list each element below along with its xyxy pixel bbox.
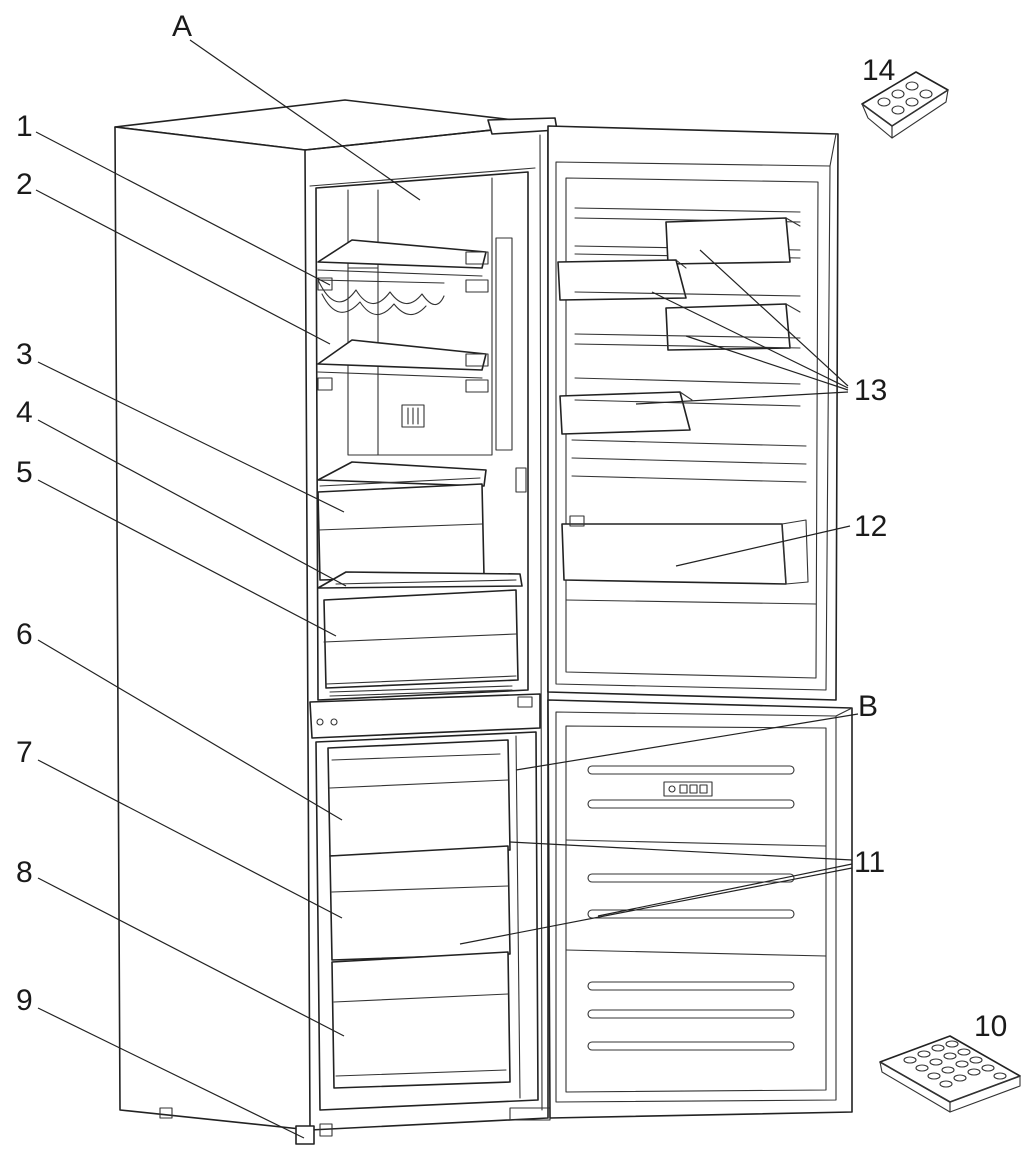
leader-7 xyxy=(37,759,343,919)
callout-10: 10 xyxy=(974,1010,1007,1043)
freezer-compartment xyxy=(315,731,539,1111)
fridge-compartment xyxy=(315,171,529,701)
leader-lines xyxy=(35,39,859,1139)
callout-13: 13 xyxy=(854,374,887,407)
callout-5: 5 xyxy=(16,456,33,489)
control-panel xyxy=(663,781,713,797)
leader-4 xyxy=(37,419,347,587)
leader-8 xyxy=(37,877,345,1037)
door-bin xyxy=(559,391,693,435)
leader-2 xyxy=(35,189,331,345)
door-bin-large xyxy=(561,515,809,585)
callout-4: 4 xyxy=(16,396,33,429)
door-bin xyxy=(557,259,687,301)
bottle-rack xyxy=(317,279,445,316)
freezer-door xyxy=(547,699,853,1119)
leader-5 xyxy=(37,479,337,637)
callout-2: 2 xyxy=(16,168,33,201)
egg-tray-icon xyxy=(861,71,949,139)
adjustable-feet xyxy=(159,1107,551,1145)
leader-11a xyxy=(509,841,853,861)
callout-6: 6 xyxy=(16,618,33,651)
callout-12: 12 xyxy=(854,510,887,543)
leader-13c xyxy=(685,335,849,391)
callout-7: 7 xyxy=(16,736,33,769)
leader-12 xyxy=(675,525,851,567)
callout-1: 1 xyxy=(16,110,33,143)
callout-9: 9 xyxy=(16,984,33,1017)
callout-A: A xyxy=(172,10,192,43)
divider-panel xyxy=(309,693,541,739)
leader-11c xyxy=(459,867,853,945)
callout-11: 11 xyxy=(854,846,885,879)
callout-8: 8 xyxy=(16,856,33,889)
door-bin xyxy=(665,217,801,265)
leader-3 xyxy=(37,361,345,513)
leader-6 xyxy=(37,639,343,821)
leader-13d xyxy=(635,391,849,405)
leader-B xyxy=(515,713,859,771)
callout-B: B xyxy=(858,690,878,723)
fridge-door xyxy=(547,125,839,701)
ice-tray-icon xyxy=(879,1035,1021,1113)
leader-13b xyxy=(651,291,849,389)
door-bin xyxy=(665,303,801,351)
callout-labels: A 1 2 3 4 5 6 7 8 9 14 13 12 B 11 10 xyxy=(16,10,1007,1043)
leader-A xyxy=(189,39,421,201)
leader-11b xyxy=(597,863,853,917)
leader-1 xyxy=(35,131,331,286)
callout-14: 14 xyxy=(862,54,895,87)
callout-3: 3 xyxy=(16,338,33,371)
leader-9 xyxy=(37,1007,305,1139)
leader-13a xyxy=(699,249,849,387)
